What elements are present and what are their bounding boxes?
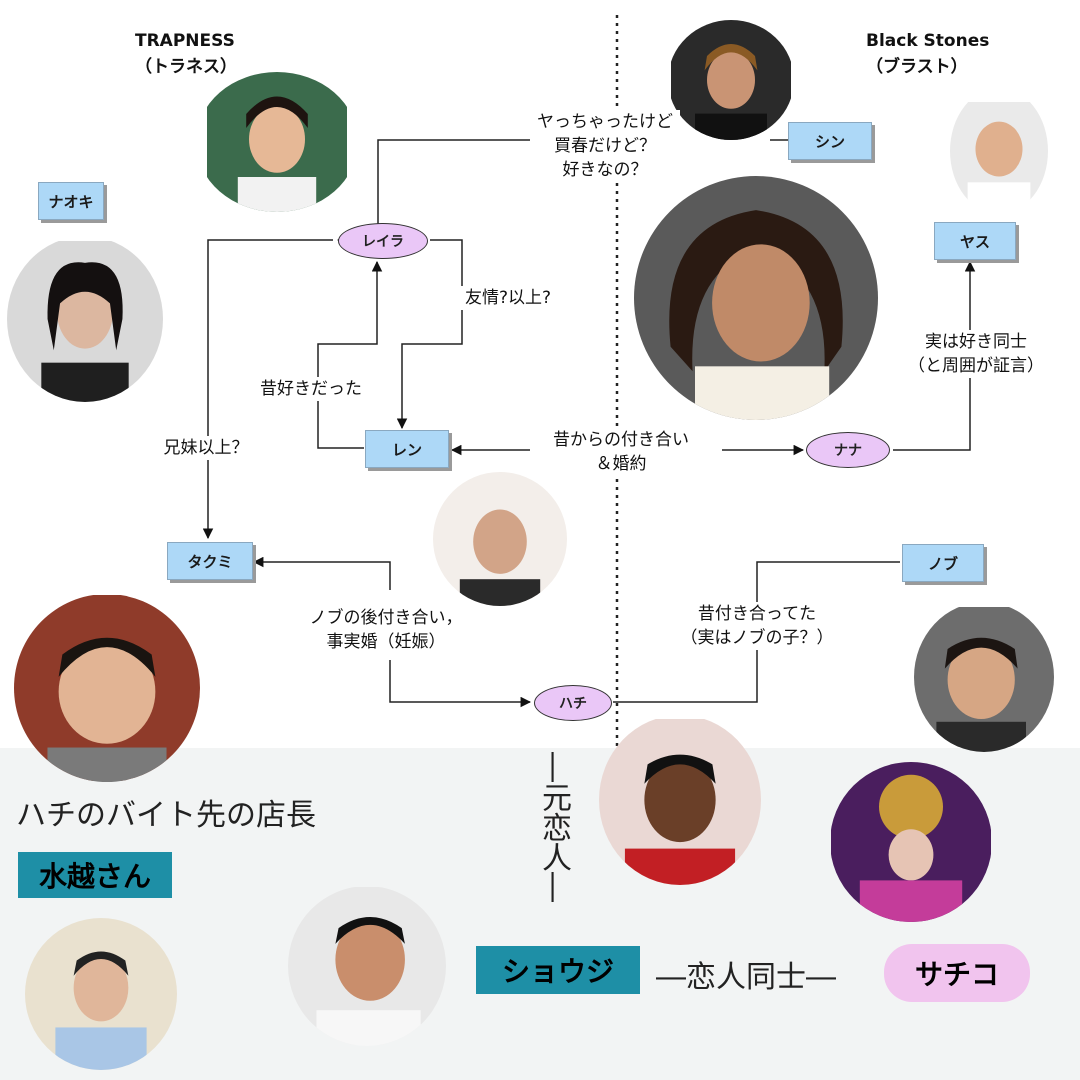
label-shin-reira: ヤっちゃったけど 買春だけど？ 好きなの？ [530,110,680,182]
label-nobu-hachi: 昔付き合ってた （実はノブの子？） [668,602,846,650]
portrait-icon [831,762,991,922]
portrait-icon [671,20,791,140]
box-nobu: ノブ [902,544,984,582]
photo-nobu-actor [914,602,1054,752]
photo-takumi-actor [14,594,200,782]
oval-reira: レイラ [338,223,428,259]
portrait-icon [599,719,761,885]
portrait-icon [14,595,200,782]
label-shoji: ショウジ [476,946,640,994]
photo-yasu-actor [950,88,1048,214]
portrait-icon [207,72,347,212]
portrait-icon [950,102,1048,212]
photo-mizukoshi-actor [25,918,177,1070]
label-sachiko: サチコ [884,944,1030,1002]
line-ren-reira [317,260,383,449]
oval-nana: ナナ [806,432,890,468]
portrait-icon [433,472,567,606]
portrait-icon [7,241,163,402]
photo-nana-actor [634,176,878,420]
box-shin: シン [788,122,872,160]
portrait-icon [634,176,878,420]
group-black-stones: Black Stones （ブラスト） [866,31,990,77]
photo-manager-actor [433,472,567,606]
line-reira-ren [396,239,463,430]
label-yasu-nana: 実は好き同士 （と周囲が証言） [895,330,1057,378]
line-takumi-hachi [389,660,532,708]
portrait-icon [288,887,446,1046]
label-mizukoshi: 水越さん [18,852,172,898]
label-ren-nana: 昔からの付き合い ＆婚約 [530,428,712,476]
photo-shoji-actor [288,886,446,1046]
photo-naoki-actor [7,236,163,402]
label-reira-ren-friendship: 友情?以上? [446,286,570,310]
label-ren-reira-past: 昔好きだった [248,377,374,401]
box-yasu: ヤス [934,222,1016,260]
photo-sachiko-actor [830,762,992,922]
box-naoki: ナオキ [38,182,104,220]
box-takumi: タクミ [167,542,253,580]
photo-hachi-actor [599,715,761,885]
line-nana-yasu [893,260,976,451]
photo-shin-actor [668,20,794,140]
portrait-icon [25,918,177,1070]
label-naoki-takumi: 兄妹以上？ [148,436,264,460]
box-ren: レン [365,430,449,468]
label-takumi-hachi: ノブの後付き合い， 事実婚（妊娠） [297,606,475,654]
label-ex-lovers: ―元恋人― [536,752,571,902]
oval-hachi: ハチ [534,685,612,721]
group-trapness: TRAPNESS （トラネス） [135,31,237,77]
portrait-icon [914,607,1054,752]
manager-caption: ハチのバイト先の店長 [16,798,316,833]
photo-reira-actor [196,72,358,212]
label-lovers: ―恋人同士― [656,960,836,995]
line-hachi-takumi [252,556,391,590]
